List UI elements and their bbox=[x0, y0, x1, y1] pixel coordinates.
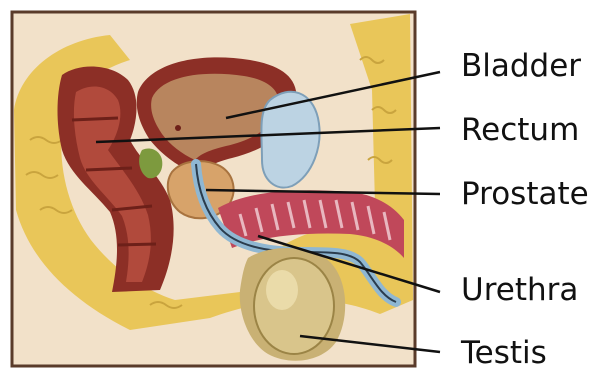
label-urethra: Urethra bbox=[461, 272, 578, 308]
label-testis: Testis bbox=[461, 335, 547, 371]
label-prostate: Prostate bbox=[461, 176, 589, 212]
testis-highlight bbox=[266, 270, 298, 310]
ureteric-opening bbox=[175, 125, 181, 131]
label-rectum: Rectum bbox=[461, 112, 579, 148]
label-bladder: Bladder bbox=[461, 48, 581, 84]
